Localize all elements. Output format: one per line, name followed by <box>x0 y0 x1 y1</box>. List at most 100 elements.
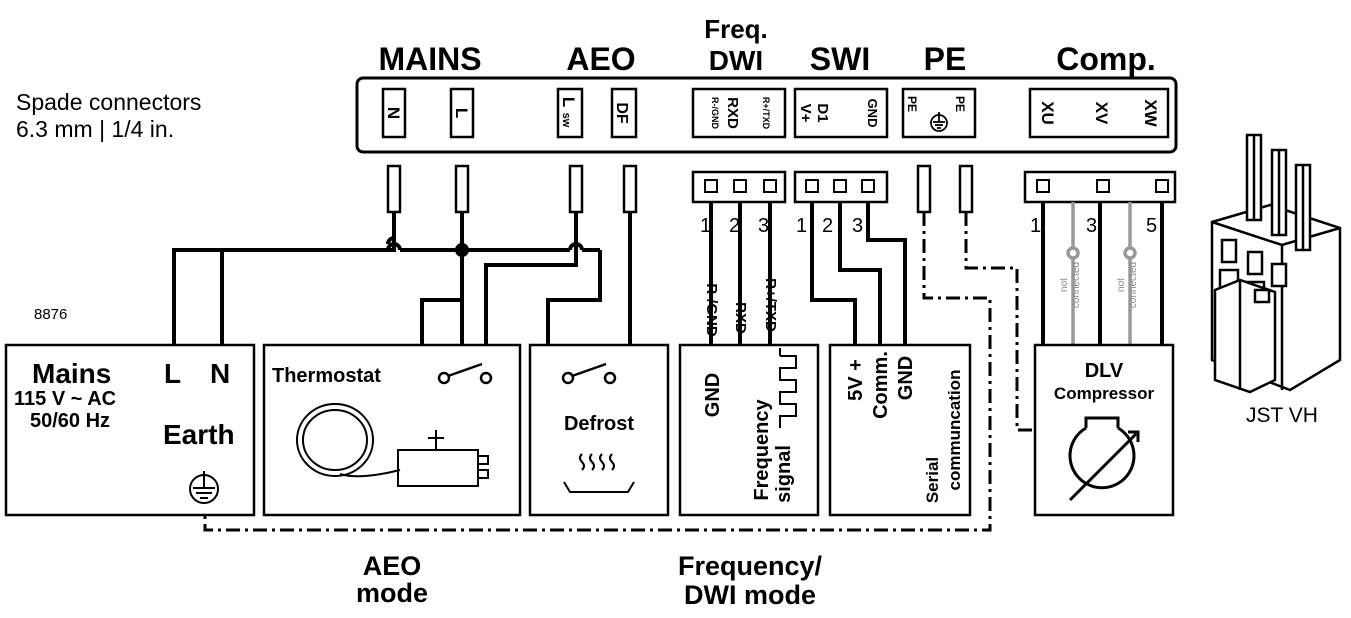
terminal-n <box>381 87 407 139</box>
label-xu: XU <box>1038 101 1057 125</box>
pin-swi-1: 1 <box>796 215 807 237</box>
mains-n: N <box>210 358 230 389</box>
spade-line-2: 6.3 mm | 1/4 in. <box>16 116 174 142</box>
label-lsw-main: L <box>559 97 578 107</box>
square-wave-icon <box>779 348 797 428</box>
earth-icon-pe <box>930 112 948 132</box>
swi-gnd: GND <box>895 356 917 400</box>
dlv-title: DLV <box>1085 360 1124 382</box>
jst-label: JST VH <box>1246 404 1318 427</box>
heater-icon <box>563 453 635 493</box>
jst-vh-connector-icon <box>1210 133 1342 394</box>
pin-comp-3: 3 <box>1086 215 1097 237</box>
mains-earth: Earth <box>163 419 235 450</box>
spade-line-1: Spade connectors <box>16 89 201 115</box>
label-d1: D1 <box>814 103 831 122</box>
nc-label-1b: connected <box>1071 262 1082 308</box>
compressor-icon <box>1068 416 1140 502</box>
terminal-swi <box>793 87 889 139</box>
dlv-text: DLV Compressor <box>1054 360 1155 403</box>
thermostat-switch-icon <box>437 362 493 385</box>
nc-label-2a: not <box>1116 278 1127 292</box>
dlv-sub: Compressor <box>1054 384 1155 403</box>
nc-label-2b: connected <box>1128 262 1139 308</box>
label-rxd: RXD <box>724 97 741 129</box>
wire-labels: R-/GND RXD R+/TXD <box>703 278 779 337</box>
header-swi: SWI <box>810 41 870 77</box>
header-aeo: AEO <box>566 41 635 77</box>
pin-numbers: 1 2 3 1 2 3 1 3 5 <box>700 215 1157 237</box>
mains-text: Mains 115 V ~ AC 50/60 Hz L N Earth <box>14 358 235 450</box>
mode-fdwi-1: Frequency/ <box>678 551 823 581</box>
mains-title: Mains <box>32 358 111 389</box>
pin-swi-2: 2 <box>822 215 833 237</box>
pin-freq-3: 3 <box>758 215 769 237</box>
label-rgnd: R-/GND <box>710 97 720 129</box>
defrost-label: Defrost <box>564 413 634 435</box>
header-freq: Freq. <box>704 14 768 44</box>
pin-headers <box>691 170 1177 204</box>
mains-frequency: 50/60 Hz <box>30 410 110 432</box>
swi-box <box>828 343 972 517</box>
header-dwi: DWI <box>709 45 763 76</box>
mode-fdwi-2: DWI mode <box>684 580 816 610</box>
swi-serial: Serial <box>923 457 942 503</box>
nc-label-1a: not <box>1059 278 1070 292</box>
terminal-freq-dwi <box>691 87 787 139</box>
junction-dot <box>455 243 469 257</box>
pin-comp-5: 5 <box>1146 215 1157 237</box>
component-boxes <box>4 343 1175 517</box>
freq-signal: signal <box>773 445 795 503</box>
spade-note: Spade connectors 6.3 mm | 1/4 in. 8876 <box>16 89 201 323</box>
label-pe1: PE <box>905 96 919 112</box>
label-n: N <box>384 107 403 119</box>
terminal-df <box>610 87 638 139</box>
label-rtxd: R+/TXD <box>761 97 771 130</box>
terminal-comp <box>1028 87 1170 139</box>
swi-box-text: 5V + Comm. GND Serial communcation <box>845 351 964 503</box>
header-comp: Comp. <box>1056 41 1156 77</box>
not-connected-wires <box>1066 202 1137 345</box>
earth-icon-mains <box>189 471 219 504</box>
thermostat-label: Thermostat <box>272 365 381 387</box>
pin-freq-2: 2 <box>729 215 740 237</box>
pin-freq-1: 1 <box>700 215 711 237</box>
defrost-switch-icon <box>561 362 617 385</box>
terminal-lsw <box>556 87 584 139</box>
mains-voltage: 115 V ~ AC <box>14 388 116 410</box>
swi-5v: 5V + <box>845 359 867 401</box>
label-vplus: V+ <box>797 104 814 123</box>
pin-comp-1: 1 <box>1030 215 1041 237</box>
mains-l: L <box>164 358 181 389</box>
label-lsw-sub: sw <box>560 113 572 128</box>
defrost-box <box>528 343 670 517</box>
mode-aeo-2: mode <box>356 578 428 608</box>
earth-wires <box>203 212 1035 532</box>
label-df: DF <box>613 102 630 124</box>
mode-labels: AEO mode Frequency/ DWI mode <box>356 551 823 610</box>
label-pe2: PE <box>953 96 967 112</box>
terminal-l <box>449 87 475 139</box>
header-mains: MAINS <box>378 41 481 77</box>
figure-code: 8876 <box>34 306 67 323</box>
wires <box>172 202 1164 377</box>
mode-aeo-1: AEO <box>363 551 422 581</box>
wire-label-rgnd: R-/GND <box>703 283 720 336</box>
swi-communication: communcation <box>945 370 964 491</box>
header-pe: PE <box>924 41 967 77</box>
thermostat-sensor-icon <box>296 403 489 487</box>
label-l: L <box>452 108 471 118</box>
wire-label-rtxd: R+/TXD <box>762 278 779 332</box>
not-connected-labels: not connected not connected <box>1059 262 1139 308</box>
pin-swi-3: 3 <box>852 215 863 237</box>
terminal-pe <box>901 87 977 139</box>
wire-label-rxd: RXD <box>732 302 749 334</box>
label-xv: XV <box>1092 102 1111 125</box>
mains-box <box>4 343 256 517</box>
connector-housing <box>355 76 1178 154</box>
terminal-labels: N L L sw DF RXD R-/GND R+/TXD V+ D1 GND … <box>384 96 1160 130</box>
swi-comm: Comm. <box>870 351 892 419</box>
freq-box-text: GND Frequency signal <box>702 373 795 503</box>
freq-frequency: Frequency <box>751 399 773 501</box>
